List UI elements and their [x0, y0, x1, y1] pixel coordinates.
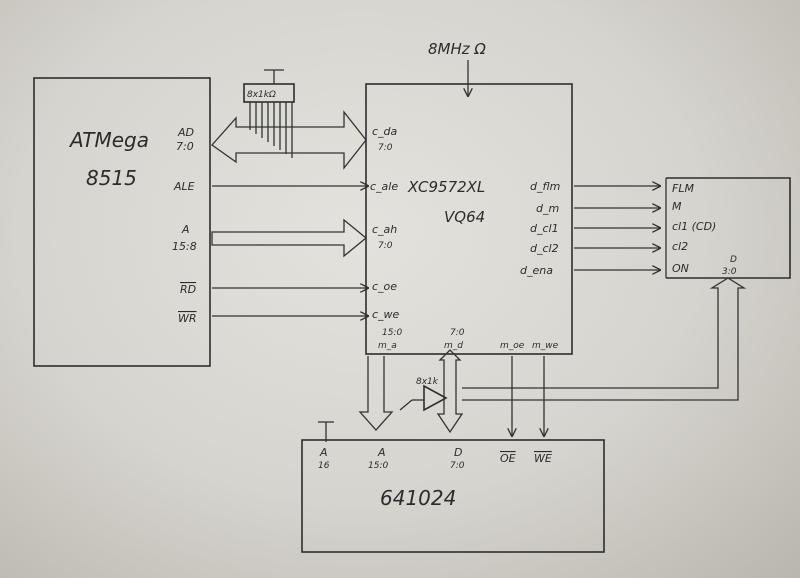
cpld-m-a: m_a — [378, 341, 397, 351]
lcd-data-bus — [462, 277, 747, 401]
addr-high-bus — [211, 218, 368, 258]
cpld-c-we: c_we — [372, 308, 400, 321]
cpld-c-ale: c_ale — [370, 180, 398, 193]
cpld-d-flm: d_flm — [530, 180, 560, 193]
atmega-rd-label: RD — [180, 283, 196, 296]
atmega-ad-label: AD — [177, 126, 194, 139]
cpld-block — [365, 83, 573, 355]
cpld-c-oe: c_oe — [372, 280, 397, 293]
cpld-m-we: m_we — [532, 341, 559, 351]
resistor-label: 8x1kΩ — [247, 90, 276, 100]
lcd-d: D — [730, 255, 737, 265]
sram-oe: OE — [500, 452, 516, 465]
cpld-d-ena: d_ena — [520, 264, 553, 277]
cpld-part: XC9572XL — [407, 178, 485, 196]
sram-a16-bits: 16 — [318, 461, 330, 471]
atmega-name: ATMega — [68, 128, 149, 152]
cpld-d-cl1: d_cl1 — [530, 222, 559, 235]
atmega-block — [33, 77, 211, 367]
cpld-c-da-bits: 7:0 — [378, 143, 393, 153]
lcd-m: M — [672, 200, 682, 213]
lcd-flm: FLM — [672, 182, 694, 195]
atmega-a-label: A — [181, 223, 190, 236]
sram-name: 641024 — [380, 486, 456, 510]
cpld-m-d-bits: 7:0 — [450, 328, 465, 338]
buffer-pin-wire — [399, 399, 413, 411]
cpld-m-d: m_d — [444, 341, 463, 351]
resistor-network — [243, 83, 295, 103]
cpld-d-m: d_m — [536, 202, 559, 215]
cpld-c-da: c_da — [372, 125, 398, 138]
clock-label: 8MHz Ω — [428, 40, 486, 58]
sram-we: WE — [534, 452, 552, 465]
sram-a: A — [377, 446, 386, 459]
bus-buffer — [423, 384, 448, 412]
lcd-on: ON — [672, 262, 689, 275]
sram-d: D — [454, 446, 462, 459]
sram-a-bits: 15:0 — [368, 461, 388, 471]
atmega-ale-label: ALE — [173, 180, 195, 193]
atmega-a-bits: 15:8 — [172, 240, 197, 253]
cpld-package: VQ64 — [444, 208, 485, 226]
cpld-d-cl2: d_cl2 — [530, 242, 559, 255]
atmega-ad-bits: 7:0 — [176, 140, 194, 153]
addr-bus-down — [358, 356, 394, 431]
resistor-pins — [249, 102, 293, 158]
atmega-model: 8515 — [86, 166, 137, 190]
cpld-m-a-bits: 15:0 — [382, 328, 402, 338]
mem-data-bus — [436, 349, 464, 434]
cpld-c-ah-bits: 7:0 — [378, 241, 393, 251]
cpld-c-ah: c_ah — [372, 223, 397, 236]
ad-data-bus — [211, 110, 367, 170]
cpld-m-oe: m_oe — [500, 341, 525, 351]
buffer-label: 8x1k — [416, 377, 439, 387]
lcd-cl2: cl2 — [672, 240, 688, 253]
sram-d-bits: 7:0 — [450, 461, 465, 471]
sram-a16: A — [319, 446, 328, 459]
atmega-wr-label: WR — [178, 312, 197, 325]
lcd-cl1: cl1 (CD) — [672, 220, 716, 233]
sram-block — [301, 439, 605, 553]
lcd-d-bits: 3:0 — [722, 267, 737, 277]
